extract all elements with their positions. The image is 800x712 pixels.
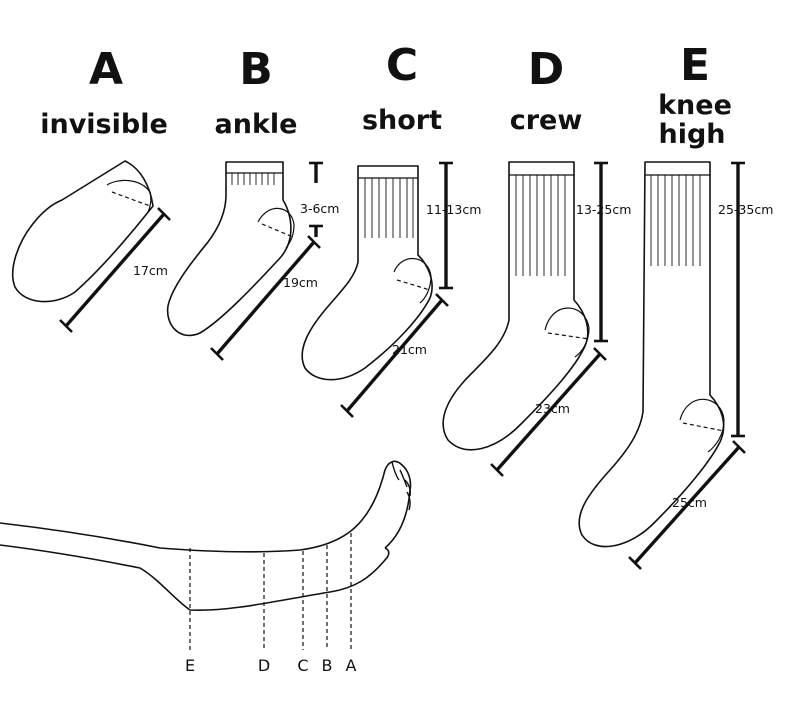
leg-marker-d: D <box>258 656 270 675</box>
sock-b-name: ankle <box>215 109 298 140</box>
sock-c-letter: C <box>386 40 418 91</box>
sock-d: D crew 13-25cm 23cm <box>442 44 631 477</box>
leg-toes <box>391 461 411 511</box>
sock-e-length-label: 25cm <box>672 495 707 510</box>
sock-e-heel <box>679 398 725 453</box>
sock-b-length-label: 19cm <box>283 275 318 290</box>
sock-a-length-bar <box>64 212 166 328</box>
sock-c: C short 11-13cm 21cm <box>301 40 481 418</box>
sock-d-length-bar <box>495 352 602 472</box>
sock-b: B ankle 3-6cm 19cm <box>166 44 339 361</box>
sock-e-name-line2: high <box>658 119 725 150</box>
sock-e: E knee high 25-35cm 25cm <box>578 40 773 570</box>
sock-c-ribs <box>364 178 414 238</box>
leg-marker-lines <box>189 533 352 650</box>
leg-diagram: E D C B A <box>0 460 412 675</box>
sock-b-heel <box>257 207 295 249</box>
sock-a-heel <box>106 179 152 213</box>
sock-e-cuff-label: 25-35cm <box>718 202 773 217</box>
sock-d-letter: D <box>528 44 565 95</box>
sock-a-outline <box>11 160 154 303</box>
sock-d-name: crew <box>510 105 583 136</box>
sock-c-heel <box>393 257 432 304</box>
sock-c-name: short <box>362 105 442 136</box>
sock-c-cuff-label: 11-13cm <box>426 202 481 217</box>
sock-b-letter: B <box>239 44 273 95</box>
sock-b-length-bar <box>215 240 316 356</box>
sock-a: A invisible 17cm <box>11 44 171 333</box>
sock-e-ribs <box>650 175 701 266</box>
leg-top-outline <box>0 460 412 553</box>
leg-marker-b: B <box>322 656 333 675</box>
leg-marker-c: C <box>297 656 308 675</box>
leg-marker-e: E <box>185 656 195 675</box>
sock-b-cuff-label: 3-6cm <box>300 201 339 216</box>
sock-e-outline <box>578 161 725 548</box>
sock-d-heel <box>544 307 590 358</box>
sock-c-length-bar <box>345 298 444 413</box>
sock-e-length-bar <box>633 445 741 565</box>
sock-a-length-label: 17cm <box>133 263 168 278</box>
sock-c-length-label: 21cm <box>392 342 427 357</box>
sock-e-name-line1: knee <box>658 90 732 121</box>
sock-e-letter: E <box>680 40 710 91</box>
leg-bottom-outline <box>0 544 390 612</box>
sock-b-outline <box>166 161 292 337</box>
sock-d-length-label: 23cm <box>535 401 570 416</box>
sock-b-ribs <box>231 173 275 185</box>
leg-marker-a: A <box>346 656 357 675</box>
sock-a-name: invisible <box>40 109 168 140</box>
sock-d-ribs <box>515 175 566 276</box>
sock-d-cuff-label: 13-25cm <box>576 202 631 217</box>
sock-a-letter: A <box>89 44 123 95</box>
